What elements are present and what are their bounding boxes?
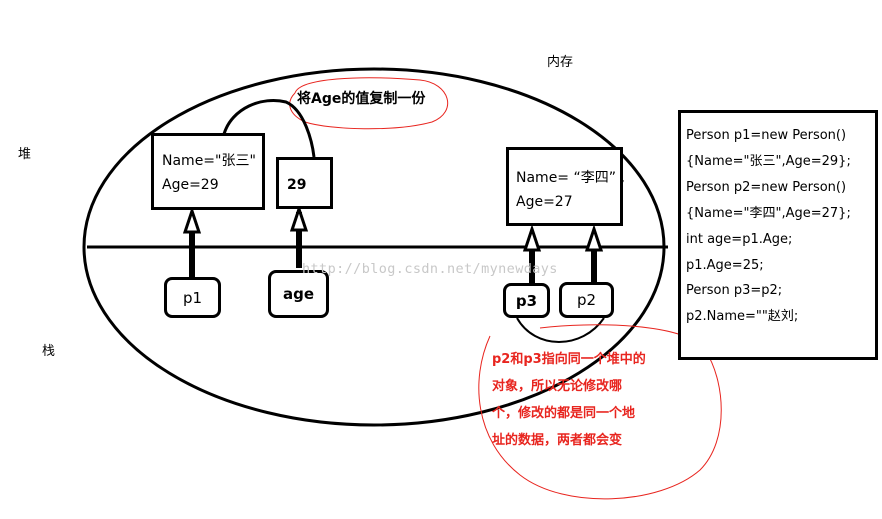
stack-var-p1-label: p1 [182,288,203,307]
callout-loop [289,77,449,130]
age-copy-value: 29 [287,177,307,193]
memory-label: 内存 [547,55,574,70]
p3-p2-loop [516,317,605,343]
code-line: p1.Age=25; [686,257,764,273]
heap-object-p1-name: Name="张三" [162,153,256,169]
stack-var-p3-label: p3 [515,291,538,310]
p3-arrow-head [522,224,542,252]
heap-label: 堆 [18,147,32,162]
annotation-line: p2和p3指向同一个堆中的 [492,352,646,367]
watermark: http://blog.csdn.net/mynewdays [302,261,558,277]
copy-connector [222,99,316,158]
stack-label: 栈 [42,344,56,359]
annotation-line: 个，修改的都是同一个地 [492,406,636,421]
heap-object-p2-age: Age=27 [516,194,573,210]
annotation-line: 址的数据，两者都会变 [492,433,623,448]
age-arrow-head [289,204,309,232]
stack-var-age-label: age [282,285,315,303]
annotation-note: p2和p3指向同一个堆中的 对象，所以无论修改哪 个，修改的都是同一个地 址的数… [492,346,682,454]
stack-var-p2: p2 [559,282,614,318]
code-line: Person p3=p2; [686,283,783,299]
age-copy-box: 29 [276,157,333,209]
heap-object-p1-age: Age=29 [162,177,219,193]
code-line: p2.Name=""赵刘; [686,309,799,325]
stack-var-p2-label: p2 [576,291,597,309]
code-line: Person p1=new Person() [686,128,847,143]
callout-text: 将Age的值复制一份 [297,91,426,107]
heap-object-p1: Name="张三" Age=29 [151,133,265,210]
annotation-line: 对象，所以无论修改哪 [492,379,623,394]
note-outline [478,324,722,500]
code-line: Person p2=new Person() [686,179,847,195]
p2-arrow-head [584,224,604,252]
code-line: {Name="李四",Age=27}; [686,205,851,221]
code-panel: Person p1=new Person() {Name="张三",Age=29… [678,110,878,360]
heap-object-p2: Name= “李四” , Age=27 [506,147,625,226]
stack-var-p3: p3 [503,283,550,318]
p1-arrow-head [182,206,202,234]
code-line: int age=p1.Age; [686,231,793,247]
stack-var-p1: p1 [164,277,221,318]
heap-object-p2-name: Name= “李四” , [516,170,625,186]
code-line: {Name="张三",Age=29}; [686,153,851,169]
stack-var-age: age [268,270,329,318]
